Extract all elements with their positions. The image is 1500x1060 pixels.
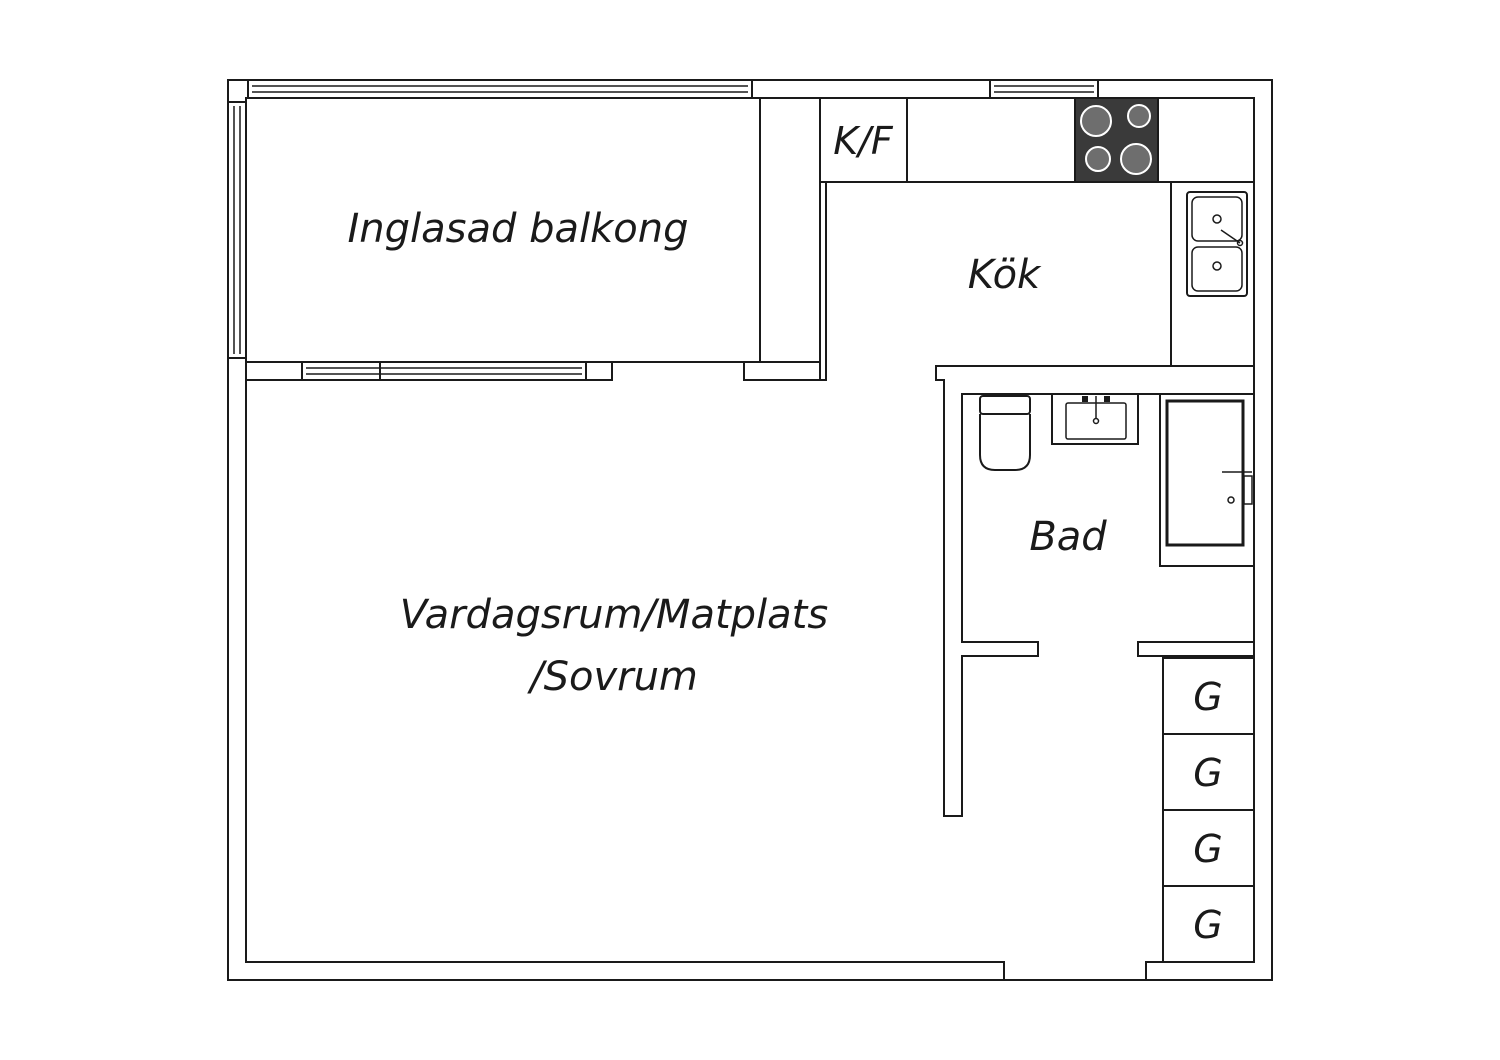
balcony-door-glazing [301, 361, 587, 381]
stove-icon [1074, 97, 1159, 183]
kitchen-sink-icon [1186, 191, 1248, 297]
room-label-living-line2: /Sovrum [527, 654, 698, 700]
balcony-window-left [227, 101, 247, 359]
washbasin-icon [1051, 393, 1139, 445]
room-label-bath: Bad [1029, 514, 1107, 560]
kitchen-counter-top [819, 97, 1255, 183]
wardrobe-label: G [1193, 903, 1222, 947]
room-label-fridge-freezer: K/F [833, 119, 894, 163]
wardrobe-label: G [1193, 751, 1222, 795]
room-label-kitchen: Kök [968, 252, 1042, 298]
balcony-window-top [247, 79, 753, 99]
wardrobe-label: G [1193, 675, 1222, 719]
kitchen-window [989, 79, 1099, 99]
kitchen-counter-right [1170, 181, 1255, 367]
room-label-balcony: Inglasad balkong [347, 206, 688, 252]
bathtub-icon [1159, 393, 1255, 567]
room-label-living-line1: Vardagsrum/Matplats [400, 592, 828, 638]
wardrobe-label: G [1193, 827, 1222, 871]
toilet-icon [979, 395, 1031, 471]
wardrobe-column [1162, 657, 1255, 963]
